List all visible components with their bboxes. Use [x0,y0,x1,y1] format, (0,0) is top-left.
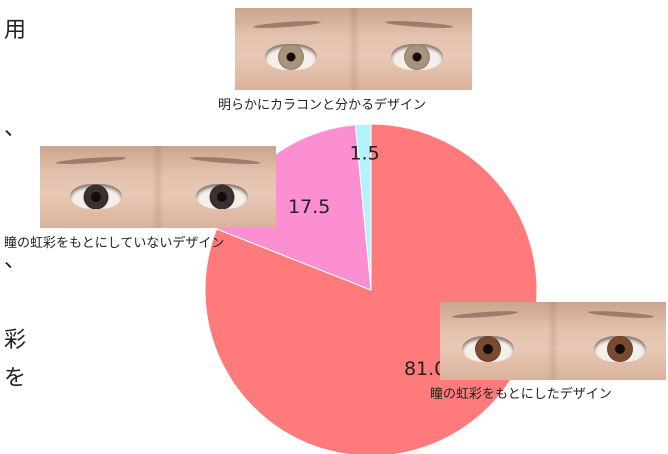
pie-slice [354,123,372,291]
caption-obvious-colorlens: 明らかにカラコンと分かるデザイン [218,98,427,113]
side-text-char: 、 [4,116,27,141]
pie-value-label: 1.5 [349,143,379,165]
side-text-char: 、 [4,248,27,273]
side-text-char: を [4,366,27,391]
pie-value-labels: 81.0 17.5 1.5 [288,143,446,381]
eye-right [196,184,248,209]
pie-value-label: 81.0 [404,358,446,380]
eye-right [391,44,443,70]
side-text-char: 彩 [4,328,27,353]
eye-left [70,184,122,209]
eye-left [462,336,514,362]
photo-obvious-colorlens [235,8,472,90]
eye-right [594,336,646,362]
eye-left [265,44,317,70]
photo-iris-design [440,302,666,380]
pie-value-label: 17.5 [288,196,330,218]
photo-non-iris-design [40,146,276,228]
side-text-char: 用 [4,18,27,43]
caption-non-iris-design: 瞳の虹彩をもとにしていないデザイン [4,236,225,251]
caption-iris-design: 瞳の虹彩をもとにしたデザイン [430,387,612,402]
